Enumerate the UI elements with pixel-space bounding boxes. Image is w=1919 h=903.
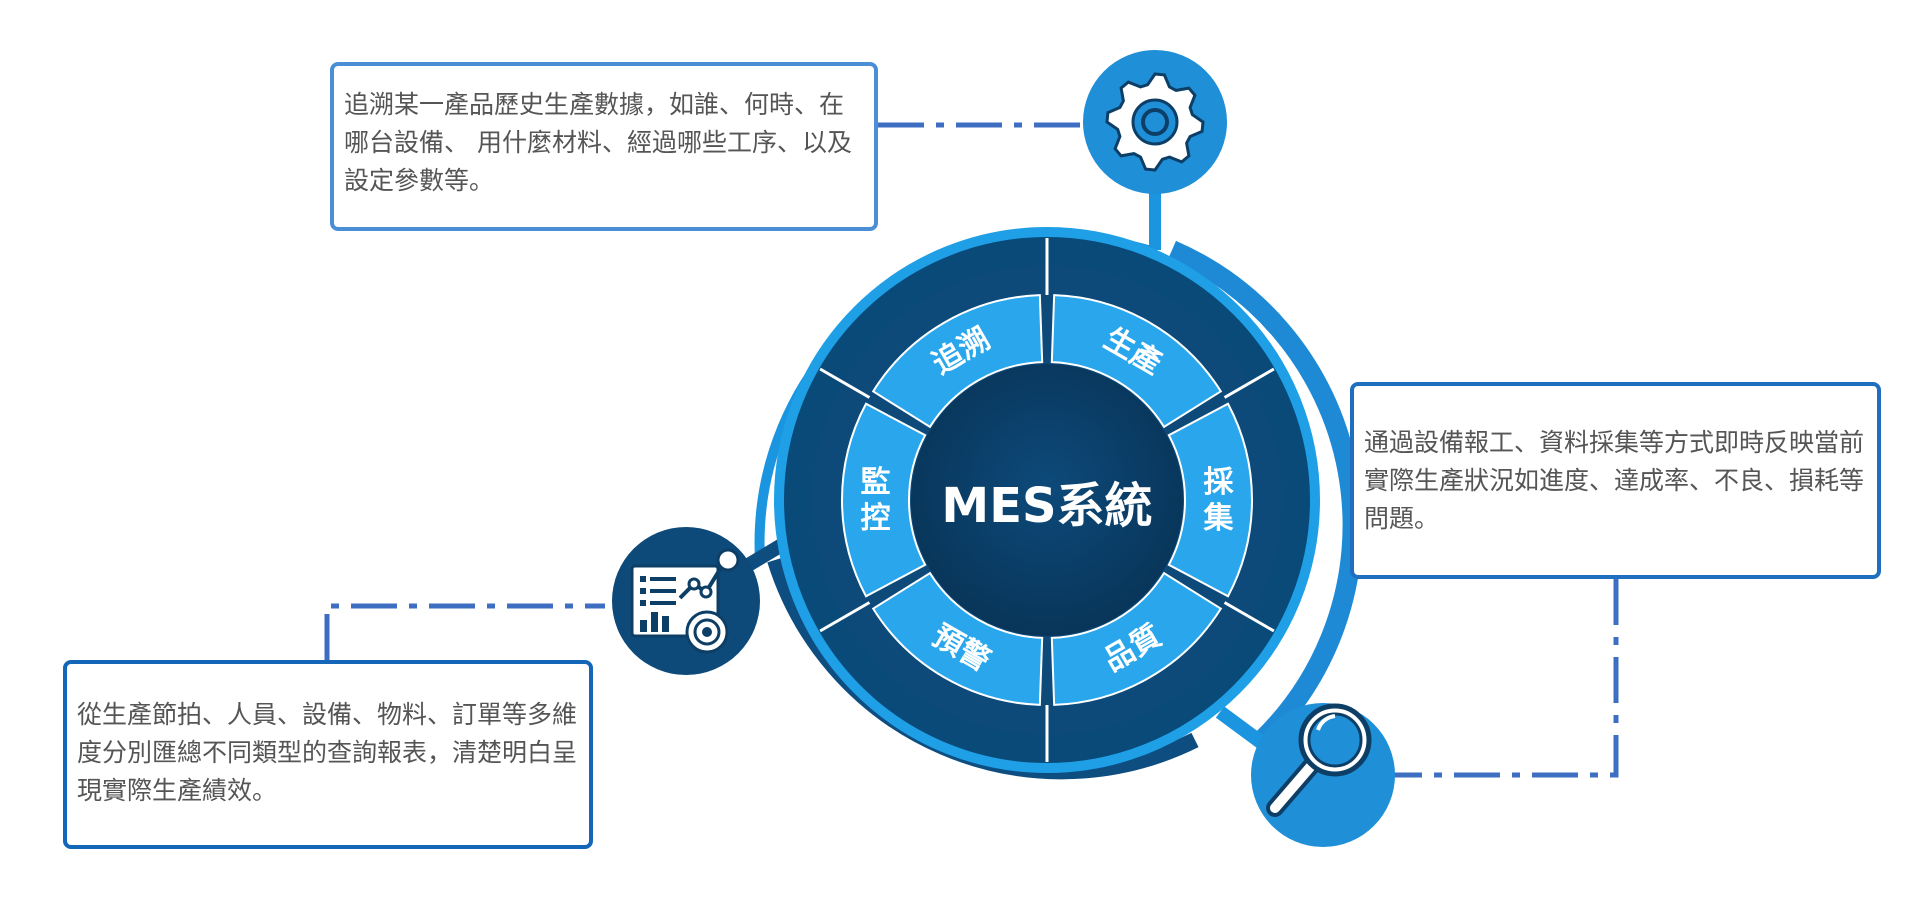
gear-node xyxy=(1083,50,1227,194)
segment-trace xyxy=(871,294,1044,429)
segment-monitor xyxy=(841,402,927,598)
segment-production xyxy=(1050,294,1223,429)
production-description-text: 通過設備報工、資料採集等方式即時反映當前實際生產狀況如進度、達成率、不良、損耗等… xyxy=(1364,428,1865,533)
segment-quality xyxy=(1050,571,1223,706)
connector-lines xyxy=(324,122,1619,778)
wheel-outer-ring-edge xyxy=(774,227,1320,773)
segment-label-collection: 採集 xyxy=(1203,465,1235,536)
production-description-box: 通過設備報工、資料採集等方式即時反映當前實際生產狀況如進度、達成率、不良、損耗等… xyxy=(1350,382,1881,579)
report-description-text: 從生產節拍、人員、設備、物料、訂單等多維度分別匯總不同類型的查詢報表，清楚明白呈… xyxy=(77,700,578,805)
analytics-report-icon xyxy=(630,548,740,654)
segment-divider xyxy=(819,601,871,633)
segment-divider xyxy=(1223,601,1275,633)
center-title: MES系統 xyxy=(941,478,1152,534)
segment-collection xyxy=(1167,402,1253,598)
outer-arc-right xyxy=(1168,240,1363,748)
segment-warning xyxy=(871,571,1044,706)
segment-divider xyxy=(819,367,871,399)
wheel: 追溯生產採集品質預警監控 MES系統 xyxy=(774,227,1320,773)
segment-divider xyxy=(1223,367,1275,399)
gear-icon xyxy=(1105,72,1205,172)
connector-right xyxy=(1390,579,1619,778)
segment-label-monitor: 監控 xyxy=(861,465,891,536)
trace-description-box: 追溯某一產品歷史生產數據，如誰、何時、在哪台設備、 用什麼材料、經過哪些工序、以… xyxy=(330,62,878,231)
trace-description-text: 追溯某一產品歷史生產數據，如誰、何時、在哪台設備、 用什麼材料、經過哪些工序、以… xyxy=(344,90,852,195)
report-description-box: 從生產節拍、人員、設備、物料、訂單等多維度分別匯總不同類型的查詢報表，清楚明白呈… xyxy=(63,660,593,849)
magnifier-icon xyxy=(1266,703,1372,817)
analytics-node xyxy=(612,527,760,675)
connector-left xyxy=(324,603,605,660)
magnifier-node xyxy=(1251,703,1395,847)
wheel-core xyxy=(911,364,1183,636)
